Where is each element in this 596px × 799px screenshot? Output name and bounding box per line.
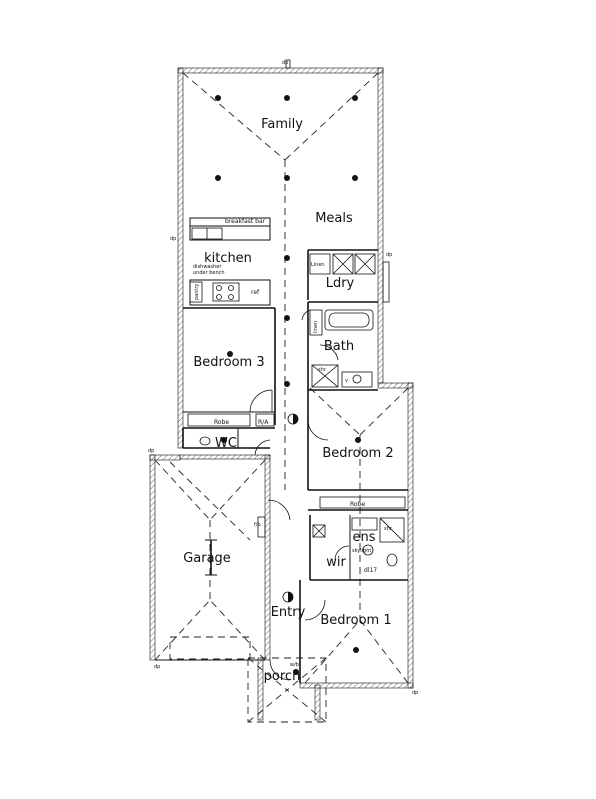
wall-garage-right: [264, 454, 271, 661]
label-dp-5: dp: [412, 690, 418, 696]
ens-shower: [379, 517, 405, 543]
wall-step-right: [377, 382, 414, 389]
label-ra: R/A: [258, 419, 269, 426]
room-label-ens: ens: [352, 530, 375, 545]
bathtub: [324, 309, 374, 331]
wall-right-upper: [377, 67, 384, 384]
door-wir[interactable]: [334, 545, 350, 561]
label-shr-bath: shr: [318, 367, 327, 373]
label-wb: w/b: [290, 662, 299, 668]
wall-top: [177, 67, 384, 74]
internal-walls: [182, 217, 408, 683]
label-fb: f/b: [254, 522, 261, 528]
room-label-meals: Meals: [315, 211, 353, 226]
wall-garage-top: [179, 454, 271, 460]
robe-bedroom3: [187, 413, 251, 427]
label-dp-6: dp: [282, 60, 288, 66]
door-laundry[interactable]: [301, 309, 311, 321]
room-label-porch: porch: [264, 669, 301, 684]
label-dl17: dl17: [364, 567, 377, 574]
door-entry[interactable]: [269, 659, 291, 681]
label-skylight: skylight: [352, 548, 371, 554]
wall-garage-top-left: [149, 454, 181, 461]
linen-cupboard: [309, 253, 331, 275]
door-garage[interactable]: [267, 499, 291, 521]
skylight-marker: [362, 544, 374, 556]
wall-left-upper: [177, 67, 184, 449]
bath-shower: [311, 364, 339, 388]
fixtures: [187, 59, 406, 576]
room-label-bedroom2: Bedroom 2: [322, 446, 393, 461]
wall-porch-right: [314, 684, 321, 721]
label-pantry: pantry: [194, 284, 200, 300]
label-ref: ref: [251, 289, 260, 296]
room-label-wc: WC: [215, 436, 237, 451]
bath-vanity: [341, 371, 373, 388]
linen-bath: [309, 309, 323, 336]
wall-garage-left: [149, 454, 156, 661]
wir-fixture: [312, 524, 326, 538]
meter-box: [257, 516, 266, 538]
roof-hip-lines: [154, 72, 409, 684]
room-label-wir: wir: [326, 555, 346, 570]
pantry: [189, 281, 203, 303]
doors: [249, 309, 350, 681]
door-bedroom3[interactable]: [249, 389, 273, 413]
label-robe-bed2: Robe: [350, 501, 365, 508]
room-label-family: Family: [261, 117, 303, 132]
label-dishwasher: dishwasher: [193, 264, 222, 270]
label-vanity: v: [345, 378, 348, 384]
room-label-kitchen: kitchen: [204, 251, 252, 266]
robe-bedroom2: [319, 496, 406, 509]
label-under-bench: under bench: [193, 270, 225, 276]
label-dp-3: dp: [148, 448, 154, 454]
room-label-garage: Garage: [183, 551, 231, 566]
wc-toilet: [199, 436, 211, 446]
wall-bottom-right: [299, 682, 414, 689]
ens-vanity: [351, 517, 378, 531]
room-label-bath: Bath: [324, 339, 354, 354]
label-linen-ldry: Linen: [311, 262, 325, 268]
label-robe-bed3: Robe: [214, 419, 229, 426]
room-label-ldry: Ldry: [326, 276, 355, 291]
door-bedroom2[interactable]: [307, 419, 329, 441]
label-shr-ens: shr: [384, 526, 393, 532]
exterior-walls: [149, 67, 414, 721]
label-dp-1: dp: [170, 236, 176, 242]
window-top: [285, 59, 291, 69]
label-dp-4: dp: [154, 664, 160, 670]
label-linen-bath: linen: [313, 321, 319, 333]
window-right: [382, 261, 390, 303]
kitchen-island: [189, 217, 271, 241]
cooktop: [212, 282, 240, 302]
labels: Family Meals kitchen Ldry Bath Bedroom 3…: [148, 60, 418, 696]
light-points: [215, 95, 361, 675]
laundry-trough: [332, 253, 354, 275]
garage-door: [155, 636, 265, 661]
room-label-bedroom1: Bedroom 1: [320, 613, 391, 628]
washing-machine: [354, 253, 376, 275]
room-label-entry: Entry: [271, 605, 306, 620]
label-dp-2: dp: [386, 252, 392, 258]
door-wc[interactable]: [254, 439, 271, 456]
ra-cupboard: [255, 413, 275, 427]
label-breakfast-bar: breakfast bar: [225, 218, 266, 225]
wall-right-lower: [407, 382, 414, 689]
porch-roof-outline: [247, 657, 327, 723]
room-label-bedroom3: Bedroom 3: [193, 355, 264, 370]
door-bedroom1[interactable]: [304, 599, 326, 621]
door-bath[interactable]: [319, 344, 339, 361]
ens-toilet: [386, 553, 398, 567]
